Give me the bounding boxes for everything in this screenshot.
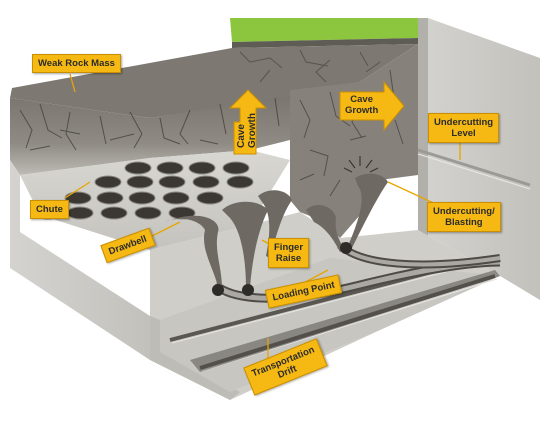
rock-top-face [10, 44, 418, 118]
chute-hole [222, 161, 250, 175]
cave-growth-up-label-line2: Growth [247, 113, 258, 148]
chute-hole [156, 161, 184, 175]
undercut-floor [20, 150, 290, 250]
label-chute: Chute [30, 200, 69, 219]
label-finger-raise: Finger Raise [268, 238, 310, 268]
chute-hole [126, 175, 154, 189]
cave-growth-right-arrow [339, 80, 405, 132]
surface [230, 18, 428, 48]
weak-rock-mass [10, 49, 381, 175]
chute-hole [94, 175, 122, 189]
drawbells [165, 156, 388, 296]
chute-hole [192, 175, 220, 189]
left-wall [10, 160, 150, 360]
chute-hole [124, 161, 152, 175]
chute-hole [128, 191, 156, 205]
chute-hole [226, 175, 254, 189]
label-undercutting-level: Undercutting Level [428, 113, 500, 143]
chute-hole [134, 206, 162, 220]
chute-hole [96, 191, 124, 205]
chute-hole [188, 161, 216, 175]
label-weak-rock-mass: Weak Rock Mass [32, 54, 121, 73]
chute-hole [162, 191, 190, 205]
chute-holes [34, 161, 254, 220]
chute-hole [158, 175, 186, 189]
chute-hole [100, 206, 128, 220]
label-cave-growth-right: Cave Growth [345, 94, 379, 116]
chute-hole [66, 206, 94, 220]
chute-hole [196, 191, 224, 205]
cave-growth-up-arrow: Cave Growth [228, 89, 268, 155]
leader-lines [64, 73, 461, 360]
cave-growth-up-label-line1: Cave [236, 124, 247, 148]
label-undercutting-blasting: Undercutting/ Blasting [427, 202, 501, 232]
